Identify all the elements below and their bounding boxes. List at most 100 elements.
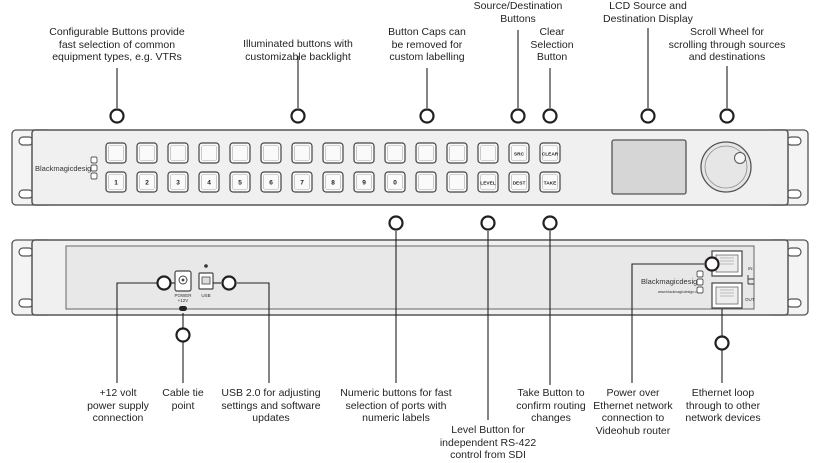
numeric-button-5[interactable]: 5 <box>229 171 251 193</box>
numeric-button-9-label: 9 <box>362 180 366 187</box>
cable-tie-slot <box>179 306 187 311</box>
label-line: selection of ports with <box>345 399 447 412</box>
label-line: independent RS-422 <box>439 436 537 449</box>
numeric-button-4[interactable]: 4 <box>198 171 220 193</box>
src-button[interactable]: SRC <box>508 142 530 164</box>
label-line: settings and software <box>221 399 321 412</box>
callout-ethernet-loop <box>714 309 730 383</box>
label-line: Button Caps can <box>388 26 466 38</box>
configurable-button-5[interactable] <box>229 142 251 164</box>
label-line: custom labelling <box>389 51 465 63</box>
label-line: numeric labels <box>362 412 430 424</box>
label-line: Ethernet loop <box>691 387 755 399</box>
label-line: and destinations <box>688 51 766 63</box>
label-line: LCD Source and <box>609 0 687 12</box>
configurable-button-8[interactable] <box>322 142 344 164</box>
label-line: Take Button to <box>517 387 585 399</box>
numeric-button-6[interactable]: 6 <box>260 171 282 193</box>
label-line: Videohub router <box>595 424 671 437</box>
configurable-button-10[interactable] <box>384 142 406 164</box>
configurable-button-1[interactable] <box>105 142 127 164</box>
numeric-button-9[interactable]: 9 <box>353 171 375 193</box>
power-label-line-2: +12V <box>178 298 189 303</box>
ethernet-out-port <box>711 282 743 309</box>
clear-button-label: CLEAR <box>542 152 559 158</box>
callout-power-supply <box>116 275 175 383</box>
configurable-button-9[interactable] <box>353 142 375 164</box>
label-line: equipment types, e.g. VTRs <box>52 51 182 63</box>
configurable-button-13[interactable] <box>477 142 499 164</box>
label-line: be removed for <box>391 38 463 51</box>
numeric-button-1[interactable]: 1 <box>105 171 127 193</box>
configurable-button-4[interactable] <box>198 142 220 164</box>
label-line: power supply <box>87 399 149 412</box>
numeric-button-2-label: 2 <box>145 180 149 187</box>
numeric-button-0-label: 0 <box>393 180 397 187</box>
numeric-button-8[interactable]: 8 <box>322 171 344 193</box>
numeric-button-7[interactable]: 7 <box>291 171 313 193</box>
numeric-button-3[interactable]: 3 <box>167 171 189 193</box>
label-line: +12 volt <box>99 387 137 399</box>
label-line: customizable backlight <box>245 50 351 63</box>
configurable-button-7[interactable] <box>291 142 313 164</box>
take-button[interactable]: TAKE <box>539 171 561 193</box>
numeric-button-6-label: 6 <box>269 180 273 187</box>
label-line: scrolling through sources <box>668 38 786 51</box>
configurable-button-15[interactable] <box>446 171 468 193</box>
configurable-button-6[interactable] <box>260 142 282 164</box>
label-line: point <box>171 399 195 412</box>
configurable-button-14[interactable] <box>415 171 437 193</box>
rear-website: www.blackmagicdesign.com <box>658 290 702 294</box>
callout-layer <box>109 28 735 420</box>
callout-usb <box>213 275 270 383</box>
label-line: Illuminated buttons with <box>243 38 353 50</box>
numeric-button-5-label: 5 <box>238 180 242 187</box>
numeric-button-2[interactable]: 2 <box>136 171 158 193</box>
label-line: Destination Display <box>603 12 693 25</box>
configurable-button-12[interactable] <box>446 142 468 164</box>
level-button-label: LEVEL <box>480 181 496 187</box>
label-line: changes <box>531 412 571 424</box>
configurable-button-2[interactable] <box>136 142 158 164</box>
callout-cable-tie <box>175 313 191 383</box>
rear-panel: POWER +12V USB Blackmagicdesign www.blac… <box>11 239 809 316</box>
callout-illuminated-buttons <box>290 56 306 124</box>
label-line: Ethernet network <box>593 399 673 412</box>
callout-lcd-display <box>640 28 656 124</box>
numeric-button-0[interactable]: 0 <box>384 171 406 193</box>
callout-configurable-buttons <box>109 68 125 124</box>
callout-numeric-buttons <box>388 215 404 383</box>
level-button[interactable]: LEVEL <box>477 171 499 193</box>
label-line: confirm routing <box>516 399 586 412</box>
clear-button[interactable]: CLEAR <box>539 142 561 164</box>
numeric-button-1-label: 1 <box>114 180 118 187</box>
usb-label: USB <box>201 293 210 298</box>
label-line: Button <box>536 51 568 63</box>
dest-button-label: DEST <box>513 181 526 187</box>
scroll-wheel-finger-dimple <box>734 152 746 164</box>
callout-take-button <box>542 215 558 385</box>
label-line: Power over <box>606 387 660 399</box>
label-line: Selection <box>530 38 574 51</box>
dest-button[interactable]: DEST <box>508 171 530 193</box>
label-line: control from SDI <box>450 449 526 461</box>
configurable-button-3[interactable] <box>167 142 189 164</box>
lcd-display <box>611 139 687 195</box>
configurable-button-11[interactable] <box>415 142 437 164</box>
label-line: fast selection of common <box>58 38 176 51</box>
scroll-wheel[interactable] <box>700 141 752 193</box>
